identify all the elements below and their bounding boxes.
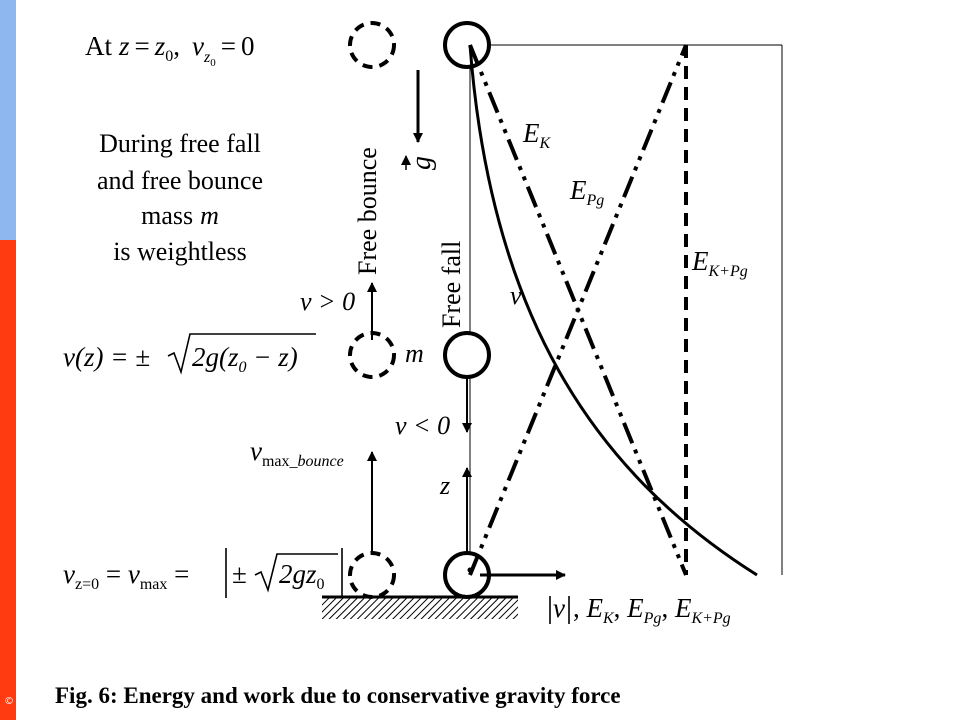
ball-bottom-ghost — [348, 551, 396, 599]
energy-axis-label: v, EK, EPg, EK+Pg — [549, 593, 731, 627]
total-energy-label: EK+Pg — [691, 246, 748, 280]
ball-mid — [443, 331, 491, 379]
vmax-bounce-label: vmax_bounce — [250, 436, 344, 470]
ball-top-ghost — [348, 21, 396, 69]
svg-text:vz=0 = vmax =: vz=0 = vmax = — [63, 559, 189, 593]
weightless-note-line-4: is weightless — [113, 237, 247, 266]
velocity-curve-label: v — [510, 281, 522, 310]
ball-top — [443, 21, 491, 69]
figure-caption: Fig. 6: Energy and work due to conservat… — [55, 683, 621, 708]
v-positive-label: v > 0 — [300, 287, 355, 316]
z-axis-label: z — [439, 471, 450, 500]
weightless-note-line-1: During free fall — [99, 129, 261, 158]
potential-energy-line — [468, 44, 688, 576]
kinetic-energy-label: EK — [522, 118, 552, 152]
svg-text:g: g — [406, 156, 437, 170]
v-negative-label: v < 0 — [395, 411, 450, 440]
svg-text:v, EK, EPg, EK+Pg: v, EK, EPg, EK+Pg — [553, 593, 731, 627]
free-bounce-label: Free bounce — [353, 147, 382, 275]
svg-text:2g(z0 − z): 2g(z0 − z) — [192, 342, 298, 376]
svg-text:v(z) = ±: v(z) = ± — [63, 342, 150, 372]
accent-bar-bottom — [0, 240, 16, 720]
accent-bar-top — [0, 0, 16, 240]
weightless-note-line-2: and free bounce — [97, 166, 263, 195]
velocity-curve — [468, 44, 758, 577]
ground-hatch — [322, 597, 518, 619]
potential-energy-label: EPg — [569, 175, 604, 209]
svg-text:2gz0: 2gz0 — [279, 559, 325, 593]
free-fall-label: Free fall — [437, 241, 466, 328]
velocity-formula: v(z) = ± 2g(z0 − z) — [63, 333, 316, 376]
gravity-label: g — [401, 155, 437, 170]
copyright-mark: © — [4, 696, 14, 707]
svg-text:±: ± — [232, 559, 247, 589]
mass-label: m — [405, 339, 424, 368]
vmax-formula: vz=0 = vmax = ± 2gz0 — [63, 548, 343, 598]
